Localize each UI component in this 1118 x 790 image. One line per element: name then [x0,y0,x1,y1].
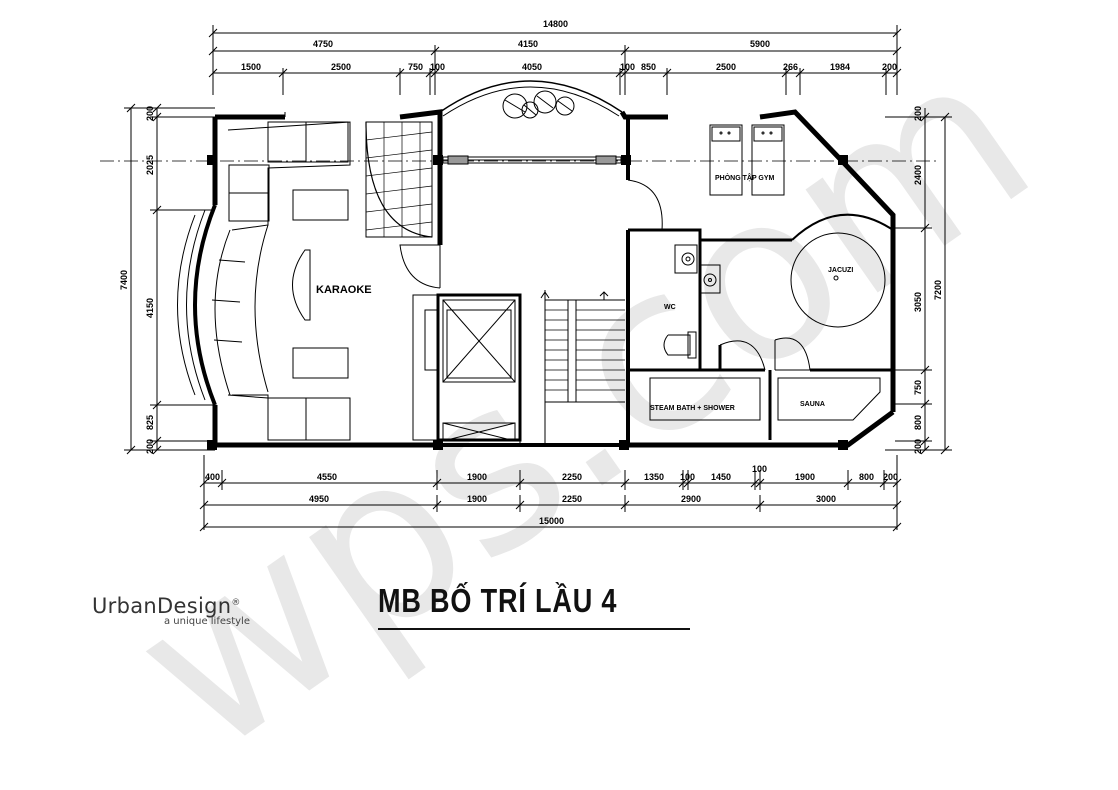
dim-right-inner-5: 800 [913,415,923,430]
dim-left-inner-5: 200 [145,439,155,454]
dim-top-detail-5: 4050 [522,62,542,72]
dim-bottom-mid-1: 4950 [309,494,329,504]
room-label-gym: PHÒNG TẬP GYM [715,173,775,182]
dim-bottom-detail-11: 200 [883,472,898,482]
dim-top-detail-8: 2500 [716,62,736,72]
dim-right-inner-1: 200 [913,106,923,121]
dim-bottom-mid-2: 1900 [467,494,487,504]
brand-tagline: a unique lifestyle [164,616,250,627]
title-underline [378,628,690,630]
room-label-steam: STEAM BATH + SHOWER [650,405,735,412]
dim-bottom-mid-5: 3000 [816,494,836,504]
brand-name: UrbanDesign [92,594,232,618]
dim-left-inner-4: 825 [145,415,155,430]
room-label-sauna: SAUNA [800,401,825,408]
dim-bottom-detail-2: 4550 [317,472,337,482]
brand-logo: UrbanDesign® a unique lifestyle [92,594,292,627]
room-label-wc: WC [664,304,676,311]
drawing-title: MB BỐ TRÍ LẦU 4 [378,582,618,619]
room-label-karaoke: KARAOKE [316,284,372,296]
dim-top-detail-2: 2500 [331,62,351,72]
dim-top-mid-2: 4150 [518,39,538,49]
room-label-jacuzi: JACUZI [828,267,853,274]
dim-left-inner-2: 2025 [145,155,155,175]
dim-right-inner-3: 3050 [913,292,923,312]
dim-top-detail-1: 1500 [241,62,261,72]
brand-registered-mark: ® [231,598,241,608]
dim-top-mid-1: 4750 [313,39,333,49]
dim-right-inner-6: 200 [913,439,923,454]
dim-bottom-detail-6: 100 [680,472,695,482]
dim-bottom-total: 15000 [539,516,564,526]
dim-top-detail-3: 750 [408,62,423,72]
dim-left-inner-1: 200 [145,106,155,121]
dim-top-mid-3: 5900 [750,39,770,49]
dim-top-detail-6: 100 [620,62,635,72]
dim-right-inner-2: 2400 [913,165,923,185]
dim-left-outer: 7400 [119,270,129,290]
dim-bottom-detail-7: 1450 [711,472,731,482]
dim-bottom-detail-10: 800 [859,472,874,482]
dim-bottom-mid-3: 2250 [562,494,582,504]
dim-top-detail-11: 200 [882,62,897,72]
dim-right-inner-4: 750 [913,380,923,395]
dim-top-detail-4: 100 [430,62,445,72]
dim-bottom-detail-9: 1900 [795,472,815,482]
dim-bottom-mid-4: 2900 [681,494,701,504]
dim-top-detail-10: 1984 [830,62,850,72]
dim-top-detail-9: 266 [783,62,798,72]
dim-bottom-detail-1: 400 [205,472,220,482]
dim-top-total: 14800 [543,19,568,29]
dim-bottom-detail-4: 2250 [562,472,582,482]
dim-bottom-detail-3: 1900 [467,472,487,482]
dim-bottom-detail-5: 1350 [644,472,664,482]
dim-top-detail-7: 850 [641,62,656,72]
dim-left-inner-3: 4150 [145,298,155,318]
dim-right-outer: 7200 [933,280,943,300]
dim-bottom-detail-8: 100 [752,464,767,474]
